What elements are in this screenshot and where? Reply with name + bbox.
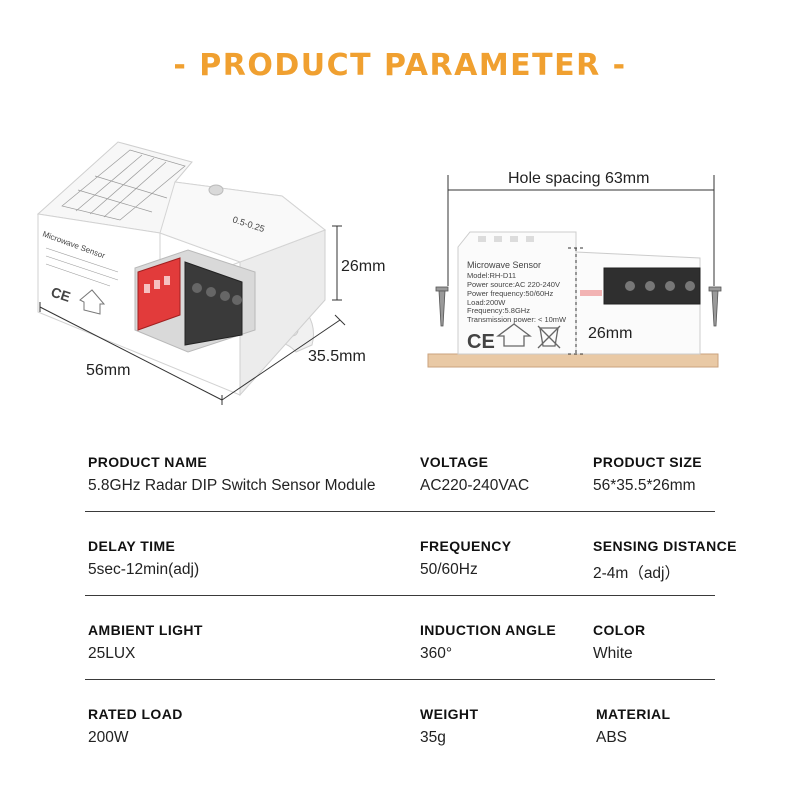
spec-value-voltage: AC220-240VAC bbox=[420, 477, 530, 494]
right-label-line-5: Frequency:5.8GHz bbox=[467, 306, 530, 315]
right-label-line-4: Load:200W bbox=[467, 298, 506, 307]
spec-label-product-size: PRODUCT SIZE bbox=[593, 454, 703, 470]
spec-value-product-size: 56*35.5*26mm bbox=[593, 477, 696, 494]
spec-value-rated-load: 200W bbox=[88, 729, 129, 746]
spec-label-color: COLOR bbox=[593, 622, 646, 638]
row-divider bbox=[85, 511, 715, 512]
spec-label-material: MATERIAL bbox=[596, 706, 671, 722]
spec-label-ambient-light: AMBIENT LIGHT bbox=[88, 622, 203, 638]
spec-label-weight: WEIGHT bbox=[420, 706, 479, 722]
spec-label-voltage: VOLTAGE bbox=[420, 454, 489, 470]
right-label-line-6: Transmission power: < 10mW bbox=[467, 315, 567, 324]
page-title: - PRODUCT PARAMETER - bbox=[173, 48, 627, 83]
right-label-line-1: Model:RH-D11 bbox=[467, 271, 516, 280]
spec-value-delay-time: 5sec-12min(adj) bbox=[88, 561, 200, 578]
house-icon bbox=[496, 323, 532, 347]
svg-text:CE: CE bbox=[49, 284, 72, 305]
hole-spacing-label: Hole spacing 63mm bbox=[506, 170, 652, 188]
spec-label-sensing-distance: SENSING DISTANCE bbox=[593, 538, 737, 554]
spec-value-weight: 35g bbox=[420, 729, 446, 746]
row-divider bbox=[85, 595, 715, 596]
ce-mark: CE bbox=[467, 331, 495, 353]
dimension-width-label: 35.5mm bbox=[308, 348, 366, 365]
spec-value-induction-angle: 360° bbox=[420, 645, 453, 662]
dimension-length-label: 56mm bbox=[86, 362, 131, 379]
spec-label-delay-time: DELAY TIME bbox=[88, 538, 176, 554]
right-height-label: 26mm bbox=[588, 325, 633, 342]
spec-label-product-name: PRODUCT NAME bbox=[88, 454, 208, 470]
spec-value-frequency: 50/60Hz bbox=[420, 561, 478, 578]
spec-value-color: White bbox=[593, 645, 633, 662]
dimension-height-label: 26mm bbox=[341, 258, 386, 275]
spec-label-rated-load: RATED LOAD bbox=[88, 706, 183, 722]
row-divider bbox=[85, 679, 715, 680]
right-label-line-2: Power source:AC 220-240V bbox=[467, 280, 560, 289]
spec-value-material: ABS bbox=[596, 729, 628, 746]
spec-label-frequency: FREQUENCY bbox=[420, 538, 512, 554]
right-label-line-0: Microwave Sensor bbox=[467, 260, 541, 270]
spec-value-sensing-distance: 2-4m（adj） bbox=[593, 565, 680, 582]
right-label-line-3: Power frequency:50/60Hz bbox=[467, 289, 554, 298]
spec-label-induction-angle: INDUCTION ANGLE bbox=[420, 622, 557, 638]
waste-bin-icon bbox=[537, 325, 561, 349]
spec-value-ambient-light: 25LUX bbox=[88, 645, 136, 662]
spec-value-product-name: 5.8GHz Radar DIP Switch Sensor Module bbox=[88, 477, 376, 494]
